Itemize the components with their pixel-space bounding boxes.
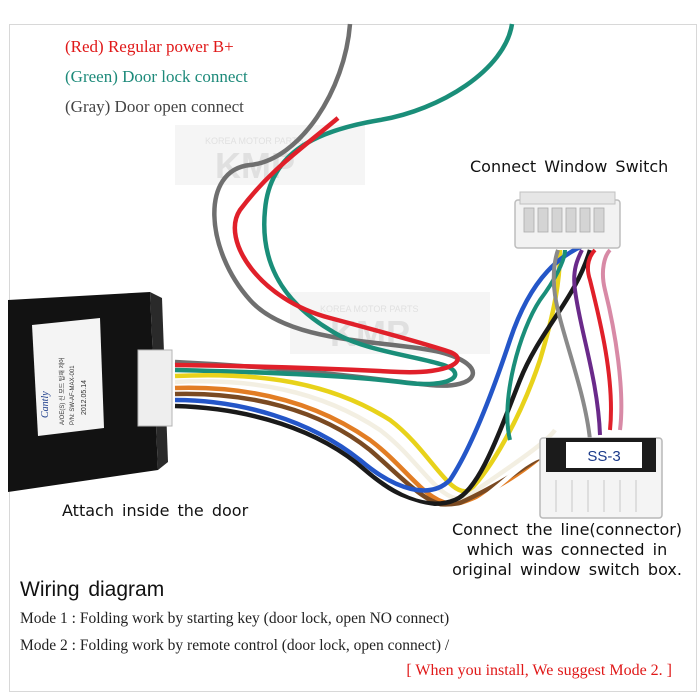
watermark-small-text: KOREA MOTOR PARTS [205,136,304,146]
green-harness-wire [505,249,567,441]
watermark-small-text-2: KOREA MOTOR PARTS [320,304,419,314]
callout-connect-line: Connect the line(connector) which was co… [438,520,696,580]
control-module: Cantly A/OE(S) 신 모드 탑재 제어 P/N: SW-AF-MAX… [8,292,173,492]
callout-connect-window-switch: Connect Window Switch [470,157,669,176]
module-label-line1: A/OE(S) 신 모드 탑재 제어 [58,357,66,425]
ss3-tag-text: SS-3 [587,448,620,465]
mode-2-description: Mode 2 : Folding work by remote control … [20,637,450,654]
module-label-line2: P/N: SW-AF-MAX-001 [70,365,76,425]
callout-connect-line-3: original window switch box. [452,560,682,579]
window-switch-connector [514,191,621,249]
callout-connect-line-1: Connect the line(connector) [451,520,683,539]
legend-red-wire: (Red) Regular power B+ [65,37,234,56]
blue-wire [174,237,601,493]
white-wire [174,379,557,501]
red-harness-wire [585,248,613,431]
callout-attach-inside-door: Attach inside the door [62,501,249,520]
mode-1-description: Mode 1 : Folding work by starting key (d… [20,610,450,627]
pink-harness-wire [600,248,624,431]
callout-connect-line-2: which was connected in [466,540,668,559]
purple-harness-wire [572,249,602,436]
install-suggestion: [ When you install, We suggest Mode 2. ] [406,662,672,679]
red-wire [174,116,460,375]
wiring-diagram-title: Wiring diagram [20,578,165,601]
white-wire-2 [174,409,546,512]
gray-harness-wire [551,249,592,441]
legend-gray-wire: (Gray) Door open connect [65,97,244,116]
module-label-line3: 2012.05.14 [81,380,88,415]
legend-green-wire: (Green) Door lock connect [65,67,248,86]
module-sticker: Cantly A/OE(S) 신 모드 탑재 제어 P/N: SW-AF-MAX… [32,318,104,436]
green-wire [174,23,515,387]
ss3-connector: SS-3 [539,437,663,519]
black-wire [174,249,593,506]
module-brand-text: Cantly [40,391,51,418]
